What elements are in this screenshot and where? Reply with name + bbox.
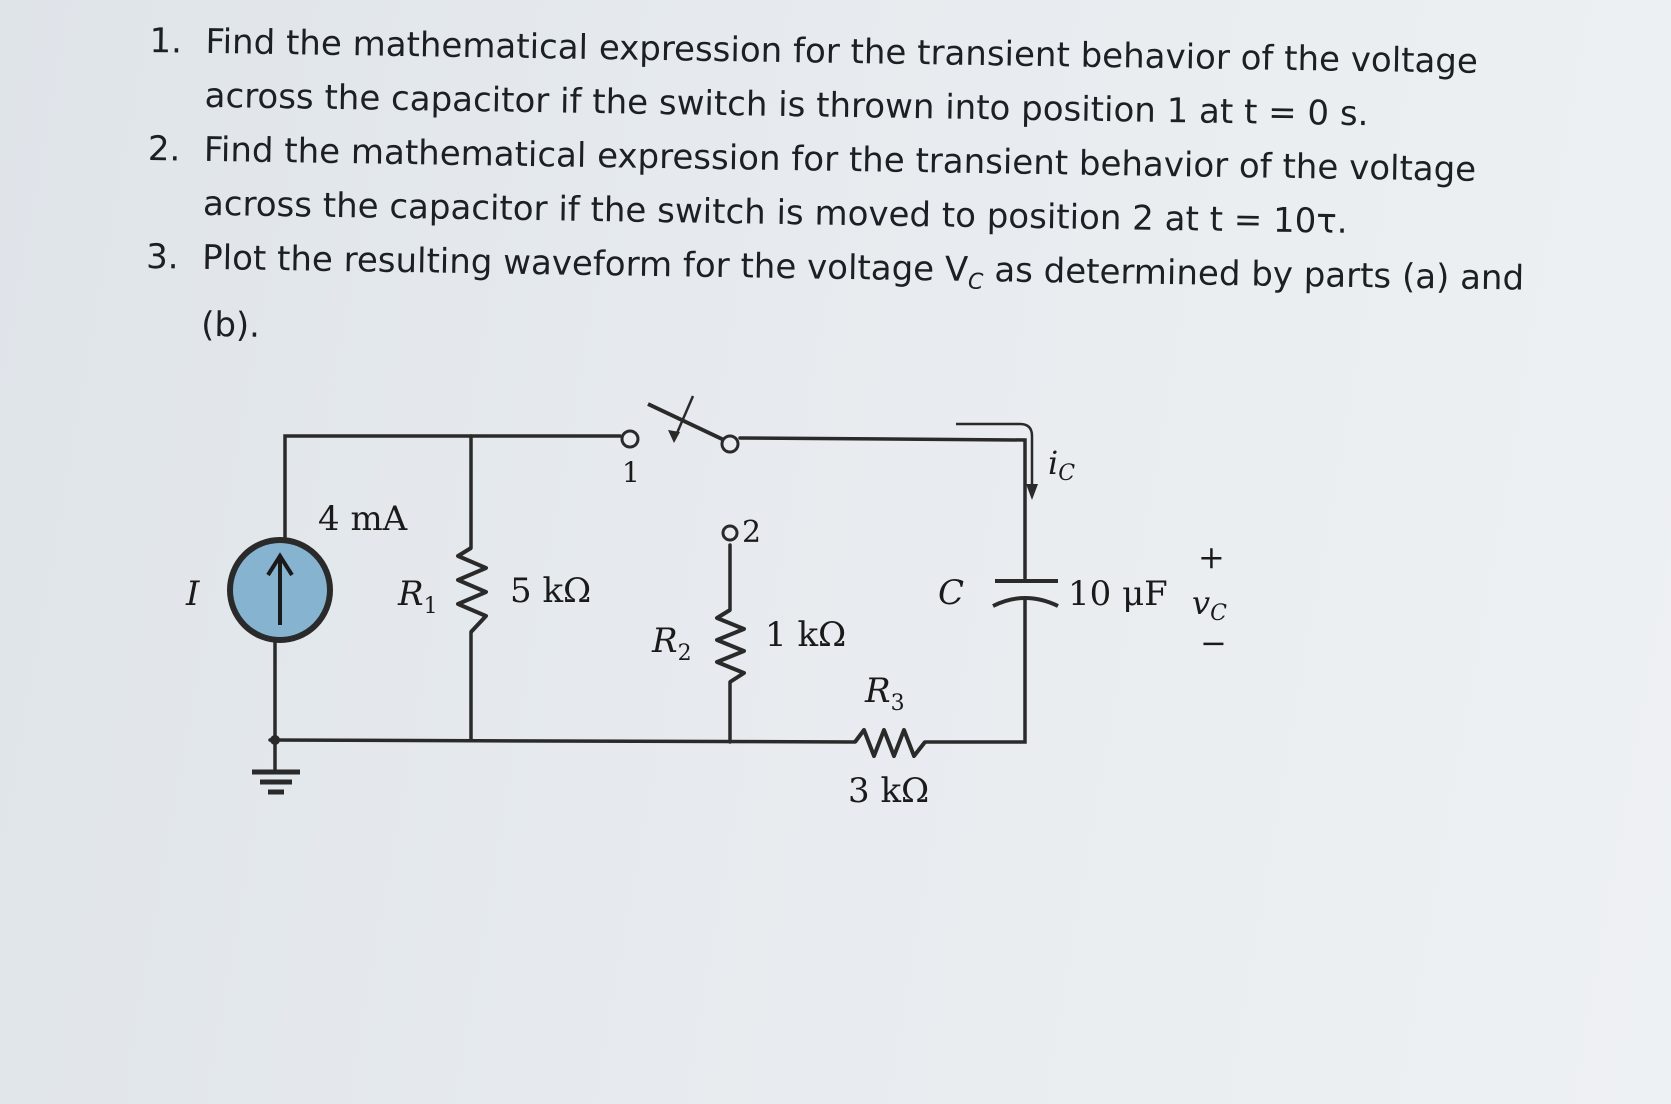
voltage-plus: +: [1198, 538, 1225, 576]
switch-arrowhead-icon: [668, 430, 680, 443]
wire-top-right: [738, 436, 1027, 580]
ground-icon: [252, 769, 300, 795]
capacitor-label: C: [938, 573, 964, 613]
r1-resistor: [456, 546, 488, 634]
voltage-label: vC: [1192, 584, 1227, 626]
r3-value: 3 kΩ: [848, 771, 929, 811]
capacitor-value: 10 μF: [1068, 574, 1168, 614]
switch-contact-1: [620, 429, 640, 449]
wires: [268, 434, 1027, 772]
up-arrow-icon: [266, 552, 294, 625]
wire-top-left: [283, 434, 622, 542]
switch-position-2: 2: [742, 515, 761, 550]
current-arrow-icon: [956, 422, 1034, 486]
wire-cap-bottom: [923, 598, 1027, 744]
switch-pivot: [720, 434, 740, 454]
switch-blade: [647, 402, 725, 442]
source-value: 4 mA: [318, 499, 408, 539]
r3-label: R3: [864, 671, 905, 716]
source-symbol: I: [185, 574, 200, 614]
voltage-minus: −: [1200, 624, 1227, 662]
switch-contact-2: [721, 524, 739, 542]
r1-label: R1: [397, 574, 438, 619]
current-arrowhead-icon: [1026, 484, 1038, 500]
r2-label: R2: [651, 621, 692, 666]
r2-resistor: [715, 608, 746, 684]
capacitor-plate-bottom: [992, 596, 1059, 608]
r3-resistor: [853, 728, 927, 758]
r1-value: 5 kΩ: [510, 571, 591, 611]
wire-bottom: [268, 738, 857, 744]
switch-position-1: 1: [622, 456, 640, 489]
r2-value: 1 kΩ: [765, 615, 846, 655]
current-label: iC: [1048, 444, 1075, 486]
junction-dot: [270, 735, 280, 745]
